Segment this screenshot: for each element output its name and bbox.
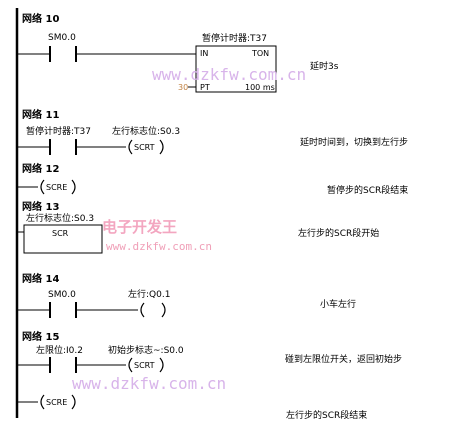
network-11-contact-label: 暂停计时器:T37 — [26, 125, 91, 137]
final-comment: 左行步的SCR段结束 — [286, 409, 367, 421]
watermark-brand: 电子开发王 — [102, 218, 177, 236]
network-11-title: 网络 11 — [22, 108, 59, 121]
network-10-timer-name: 暂停计时器:T37 — [202, 32, 267, 44]
network-12-coil-label: SCRE — [46, 183, 67, 192]
watermark-url-bottom: www.dzkfw.com.cn — [72, 374, 226, 393]
network-10-title: 网络 10 — [22, 12, 59, 25]
network-11-coil-label: SCRT — [134, 143, 155, 152]
network-10-contact — [49, 46, 77, 62]
network-13-box-label: SCR — [52, 229, 69, 238]
network-14-contact-label: SM0.0 — [48, 290, 76, 300]
network-15-coil-label: SCRT — [134, 361, 155, 370]
network-13-box-addr: 左行标志位:S0.3 — [26, 212, 94, 224]
network-13-title: 网络 13 — [22, 200, 59, 213]
network-15-coil — [128, 357, 164, 373]
network-14-coil — [140, 302, 166, 318]
timer-in-label: IN — [200, 49, 208, 58]
network-11-coil-addr: 左行标志位:S0.3 — [112, 125, 180, 137]
network-11-contact — [49, 139, 77, 155]
timer-pt-value: 30 — [178, 83, 188, 92]
network-14-contact — [49, 302, 77, 318]
network-15-contact-label: 左限位:I0.2 — [36, 344, 83, 356]
network-10-timer-box — [195, 45, 277, 93]
network-15-comment: 碰到左限位开关，返回初始步 — [285, 353, 402, 365]
watermark-url-top: www.dzkfw.com.cn — [152, 65, 306, 84]
network-13-scr-box — [23, 224, 103, 254]
timer-base-label: 100 ms — [245, 83, 275, 92]
network-15-coil-addr: 初始步标志~:S0.0 — [108, 344, 184, 356]
timer-pt-label: PT — [200, 83, 210, 92]
watermark-url-mid: www.dzkfw.com.cn — [106, 240, 212, 253]
final-coil-label: SCRE — [46, 398, 67, 407]
final-scre-coil — [40, 394, 76, 410]
network-12-coil — [40, 179, 76, 195]
network-14-title: 网络 14 — [22, 272, 59, 285]
network-14-coil-addr: 左行:Q0.1 — [128, 288, 170, 300]
network-11-coil — [128, 139, 164, 155]
network-15-contact — [49, 357, 77, 373]
timer-type-label: TON — [251, 49, 269, 58]
network-10-contact-label: SM0.0 — [48, 33, 76, 43]
network-11-comment: 延时时间到，切换到左行步 — [300, 136, 408, 148]
network-14-comment: 小车左行 — [320, 298, 356, 310]
network-10-comment: 延时3s — [310, 60, 339, 72]
network-15-title: 网络 15 — [22, 330, 59, 343]
network-13-comment: 左行步的SCR段开始 — [298, 227, 379, 239]
network-12-title: 网络 12 — [22, 162, 59, 175]
network-12-comment: 暂停步的SCR段结束 — [327, 184, 408, 196]
